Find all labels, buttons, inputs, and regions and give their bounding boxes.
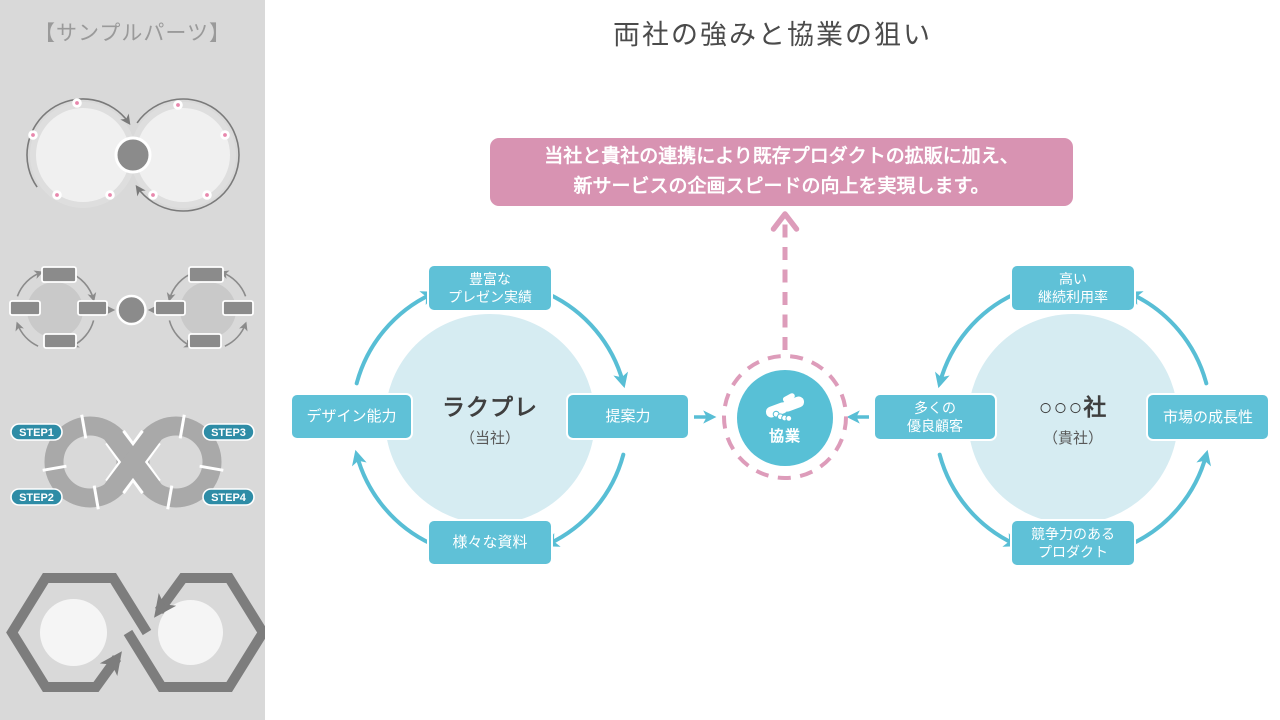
- slide-title: 両社の強みと協業の狙い: [613, 20, 932, 50]
- mini-label-boxes: [9, 266, 254, 349]
- company-name-ours: ラクプレ: [442, 394, 538, 420]
- sample-parts-title: 【サンプルパーツ】: [34, 22, 231, 45]
- right-cycle-box-left[interactable]: 多くの 優良顧客: [873, 393, 997, 441]
- hexagon-arrows: [6, 573, 265, 692]
- handshake-icon: [765, 393, 805, 422]
- hub-label: 協業: [768, 428, 801, 445]
- left-cycle-box-top[interactable]: 豊富な プレゼン実績: [427, 264, 553, 312]
- step4-label: STEP4: [211, 492, 247, 504]
- box-label-line: 競争力のある: [1031, 526, 1115, 542]
- sample-part-infinity-steps[interactable]: STEP1 STEP2 STEP3 STEP4: [0, 393, 265, 523]
- summary-banner[interactable]: 当社と貴社の連携により既存プロダクトの拡販に加え、 新サービスの企画スピードの向…: [490, 138, 1073, 206]
- sample-part-hexagon-loop[interactable]: [0, 560, 265, 710]
- arc-arrow: [135, 98, 240, 212]
- step-pills: STEP1 STEP2 STEP3 STEP4: [10, 423, 255, 506]
- box-label: デザイン能力: [306, 408, 397, 425]
- company-name-placeholder: ○○○: [1038, 394, 1084, 420]
- right-cycle-box-bottom[interactable]: 競争力のある プロダクト: [1010, 519, 1136, 567]
- banner-line1: 当社と貴社の連携により既存プロダクトの拡販に加え、: [544, 146, 1019, 167]
- selection-handles: [28, 98, 230, 200]
- sample-part-twin-cycle[interactable]: [0, 255, 265, 365]
- dashed-up-arrowhead: [770, 211, 800, 232]
- collaboration-hub[interactable]: 協業: [737, 370, 833, 466]
- sample-parts-panel: 【サンプルパーツ】: [0, 0, 265, 720]
- left-cycle-center-label: ラクプレ （当社）: [385, 388, 595, 448]
- segment-gaps: [42, 414, 224, 510]
- box-label-line: 豊富な: [469, 271, 511, 287]
- hex-inner-circle-left: [40, 599, 107, 666]
- box-label: 市場の成長性: [1162, 408, 1253, 426]
- hex-inner-circle-right: [158, 600, 223, 665]
- company-name-yours: ○○○社: [968, 388, 1178, 422]
- box-label-line: プレゼン実績: [448, 289, 532, 305]
- right-cycle-box-top[interactable]: 高い 継続利用率: [1010, 264, 1136, 312]
- right-cycle-center-label: ○○○社 （貴社）: [968, 388, 1178, 448]
- step2-label: STEP2: [19, 492, 54, 504]
- box-label-line: プロダクト: [1038, 544, 1108, 560]
- mini-circle-left: [27, 282, 83, 338]
- right-cycle-box-right[interactable]: 市場の成長性: [1146, 393, 1270, 441]
- company-sub-ours: （当社）: [459, 430, 520, 447]
- left-cycle-box-right[interactable]: 提案力: [566, 393, 690, 440]
- infinity-cross: [104, 428, 162, 496]
- box-label-line: 高い: [1059, 271, 1087, 287]
- box-label-line: 優良顧客: [907, 418, 963, 434]
- mini-center-node: [116, 294, 147, 326]
- step3-label: STEP3: [211, 427, 246, 439]
- sample-center-node: [114, 136, 152, 174]
- box-label-line: 継続利用率: [1038, 289, 1108, 305]
- box-label: 様々な資料: [452, 534, 528, 551]
- left-cycle-box-left[interactable]: デザイン能力: [290, 393, 413, 440]
- company-sub-yours: （貴社）: [1042, 430, 1103, 447]
- arc-arrow: [26, 98, 131, 188]
- box-label: 提案力: [605, 408, 651, 425]
- sample-part-dual-circle-cycle[interactable]: [0, 92, 265, 227]
- banner-line2: 新サービスの企画スピードの向上を実現します。: [573, 176, 990, 197]
- box-label-line: 多くの: [914, 400, 956, 416]
- left-cycle-box-bottom[interactable]: 様々な資料: [427, 519, 553, 566]
- company-name-suffix: 社: [1083, 394, 1108, 420]
- mini-circle-right: [180, 282, 236, 338]
- step1-label: STEP1: [19, 427, 54, 439]
